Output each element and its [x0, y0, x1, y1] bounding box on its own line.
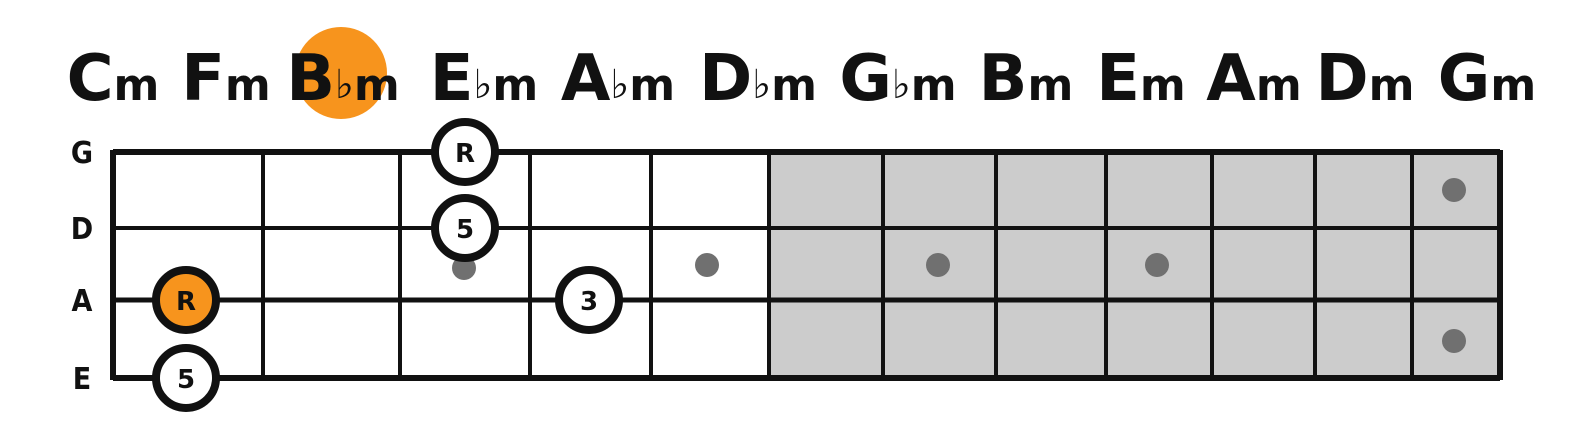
note-e-5: 5	[152, 344, 220, 412]
chord-root: C	[67, 42, 114, 116]
inlay-marker	[926, 253, 950, 277]
chord-accidental: ♭	[473, 62, 492, 108]
chord-highlight-circle	[295, 27, 387, 119]
chord-root: G	[1438, 42, 1491, 116]
string-label-g: G	[71, 136, 93, 171]
chord-quality: m	[1369, 60, 1415, 111]
chord-name: Cm	[67, 42, 160, 116]
inlay-marker	[452, 256, 476, 280]
chord-bflatm: B♭m	[286, 27, 400, 119]
chord-root: F	[181, 42, 225, 116]
chord-em: Em	[1096, 42, 1186, 116]
note-circle	[431, 194, 499, 262]
note-d-5: 5	[431, 194, 499, 262]
chord-dflatm: D♭m	[699, 42, 817, 116]
chord-aflatm: A♭m	[561, 42, 675, 116]
chord-name: D♭m	[699, 42, 817, 116]
note-label: R	[455, 139, 475, 169]
chord-name: Em	[1096, 42, 1186, 116]
inlay-marker	[1145, 253, 1169, 277]
chord-root: E	[430, 42, 474, 116]
chord-name: Gm	[1438, 42, 1536, 116]
note-a-3: 3	[555, 266, 623, 334]
chord-quality: m	[771, 60, 817, 111]
chord-quality: m	[354, 60, 400, 111]
chord-name: E♭m	[430, 42, 538, 116]
chord-quality: m	[911, 60, 957, 111]
chord-name: Dm	[1316, 42, 1415, 116]
note-circle	[152, 266, 220, 334]
chord-root: E	[1096, 42, 1140, 116]
inlay-marker	[695, 253, 719, 277]
chord-quality: m	[225, 60, 271, 111]
chord-name: A♭m	[561, 42, 675, 116]
note-circle	[152, 344, 220, 412]
note-label: 3	[580, 287, 598, 317]
chord-accidental: ♭	[610, 62, 629, 108]
chord-name: B♭m	[286, 42, 400, 116]
note-circle	[555, 266, 623, 334]
chord-name: G♭m	[839, 42, 956, 116]
fretboard	[110, 149, 1503, 381]
chord-gflatm: G♭m	[839, 42, 956, 116]
chord-quality: m	[114, 60, 160, 111]
chord-name: Am	[1206, 42, 1301, 116]
chord-accidental: ♭	[335, 62, 354, 108]
string-label-a: A	[72, 284, 93, 319]
chord-root: B	[286, 42, 335, 116]
inlay-marker	[1442, 329, 1466, 353]
chord-accidental: ♭	[752, 62, 771, 108]
chord-root: A	[1206, 42, 1256, 116]
string-label-d: D	[71, 212, 93, 247]
chord-eflatm: E♭m	[430, 42, 538, 116]
chord-gm: Gm	[1438, 42, 1536, 116]
chord-root: A	[561, 42, 611, 116]
chord-root: D	[1316, 42, 1369, 116]
chord-name: Bm	[979, 42, 1074, 116]
chord-quality: m	[1256, 60, 1302, 111]
chord-root: G	[839, 42, 892, 116]
string-label-e: E	[73, 362, 91, 397]
chord-dm: Dm	[1316, 42, 1415, 116]
chord-fm: Fm	[181, 42, 271, 116]
inlay-marker	[1442, 178, 1466, 202]
chord-quality: m	[1027, 60, 1073, 111]
chord-quality: m	[629, 60, 675, 111]
shaded-region	[769, 152, 1500, 378]
chord-quality: m	[1140, 60, 1186, 111]
chord-root: D	[699, 42, 752, 116]
chord-accidental: ♭	[892, 62, 911, 108]
note-g-r: R	[431, 118, 499, 186]
chord-am: Am	[1206, 42, 1301, 116]
note-a-r: R	[152, 266, 220, 334]
chord-quality: m	[1490, 60, 1536, 111]
note-circle	[431, 118, 499, 186]
note-label: 5	[456, 215, 474, 245]
chord-name: Fm	[181, 42, 271, 116]
inlay-markers	[452, 178, 1466, 353]
string-labels: G D A E	[71, 136, 93, 397]
note-label: R	[176, 287, 196, 317]
chord-bm: Bm	[979, 42, 1074, 116]
note-label: 5	[177, 365, 195, 395]
chord-quality: m	[492, 60, 538, 111]
chord-root: B	[979, 42, 1028, 116]
chord-cm: Cm	[67, 42, 160, 116]
